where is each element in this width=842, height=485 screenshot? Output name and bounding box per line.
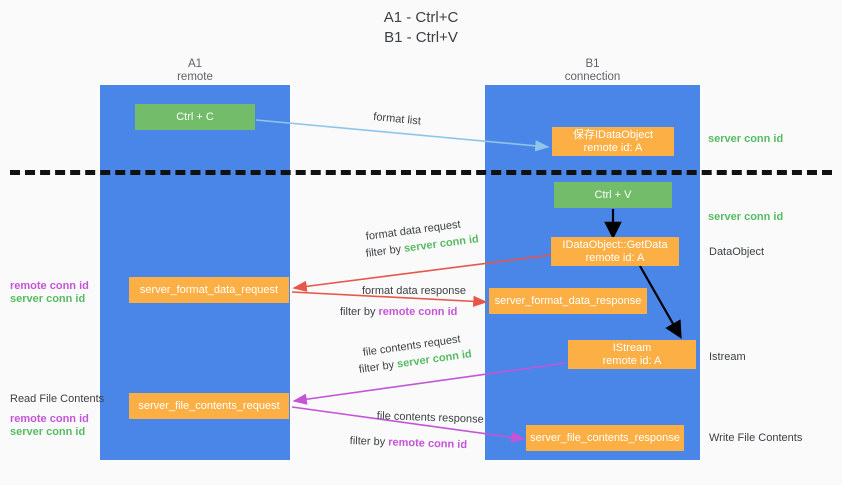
filter-prefix: filter by <box>365 242 405 260</box>
right-label-write-file-contents: Write File Contents <box>709 432 803 444</box>
box-server-format-data-request[interactable]: server_format_data_request <box>129 277 289 303</box>
box-server-file-contents-request-label: server_file_contents_request <box>138 399 280 412</box>
box-idataobject-getdata[interactable]: IDataObject::GetData remote id: A <box>551 237 679 266</box>
right-label-server-conn-id-mid: server conn id <box>708 211 784 223</box>
box-idataobject-getdata-line1: IDataObject::GetData <box>562 238 668 251</box>
right-label-dataobject: DataObject <box>709 246 765 258</box>
edge-label-file-contents-response: file contents response <box>376 409 484 426</box>
left-label-read-file-contents: Read File Contents <box>10 393 105 405</box>
box-server-file-contents-request[interactable]: server_file_contents_request <box>129 393 289 419</box>
title-line-1: A1 - Ctrl+C <box>383 9 459 26</box>
filter-prefix: filter by <box>349 434 389 449</box>
box-save-idataobject-line1: 保存IDataObject <box>572 128 654 141</box>
edge-label-file-contents-response-filter: filter by remote conn id <box>350 434 468 452</box>
column-header-a1: A1 remote <box>100 58 290 84</box>
box-istream-line2: remote id: A <box>602 354 662 367</box>
box-server-format-data-request-label: server_format_data_request <box>139 283 279 296</box>
left-label-remote-conn-id-2: remote conn id <box>10 413 89 425</box>
box-ctrl-v[interactable]: Ctrl + V <box>554 182 672 208</box>
filter-value-remote-conn-id: remote conn id <box>378 306 458 318</box>
box-save-idataobject[interactable]: 保存IDataObject remote id: A <box>552 127 674 156</box>
left-label-server-conn-id-1: server conn id <box>10 293 86 305</box>
box-server-format-data-response[interactable]: server_format_data_response <box>489 288 647 314</box>
column-header-b1: B1 connection <box>485 58 700 84</box>
right-label-istream: Istream <box>709 351 746 363</box>
column-b1-sub: connection <box>564 71 621 83</box>
box-idataobject-getdata-line2: remote id: A <box>585 251 645 264</box>
column-a1-sub: remote <box>177 71 213 83</box>
edge-label-format-data-response: format data response <box>362 285 466 297</box>
box-istream-line1: IStream <box>612 341 652 354</box>
left-label-server-conn-id-2: server conn id <box>10 426 86 438</box>
filter-prefix: filter by <box>340 306 379 318</box>
box-server-file-contents-response[interactable]: server_file_contents_response <box>526 425 684 451</box>
edge-label-format-list: format list <box>372 110 422 128</box>
phase-divider <box>10 170 832 175</box>
box-ctrl-c[interactable]: Ctrl + C <box>135 104 255 130</box>
box-istream[interactable]: IStream remote id: A <box>568 340 696 369</box>
box-ctrl-c-label: Ctrl + C <box>176 110 214 123</box>
title-line-2: B1 - Ctrl+V <box>384 29 458 46</box>
box-server-file-contents-response-label: server_file_contents_response <box>530 431 680 444</box>
right-label-server-conn-id-top: server conn id <box>708 133 784 145</box>
filter-prefix: filter by <box>358 358 398 376</box>
box-server-format-data-response-label: server_format_data_response <box>494 294 642 307</box>
column-a1-name: A1 <box>187 58 203 70</box>
column-b1-name: B1 <box>585 58 600 70</box>
box-ctrl-v-label: Ctrl + V <box>594 188 632 201</box>
filter-value-remote-conn-id: remote conn id <box>388 436 468 452</box>
box-save-idataobject-line2: remote id: A <box>583 141 643 154</box>
left-label-remote-conn-id-1: remote conn id <box>10 280 89 292</box>
edge-label-format-data-response-filter: filter by remote conn id <box>340 305 457 319</box>
diagram-title: A1 - Ctrl+C B1 - Ctrl+V <box>0 8 842 48</box>
